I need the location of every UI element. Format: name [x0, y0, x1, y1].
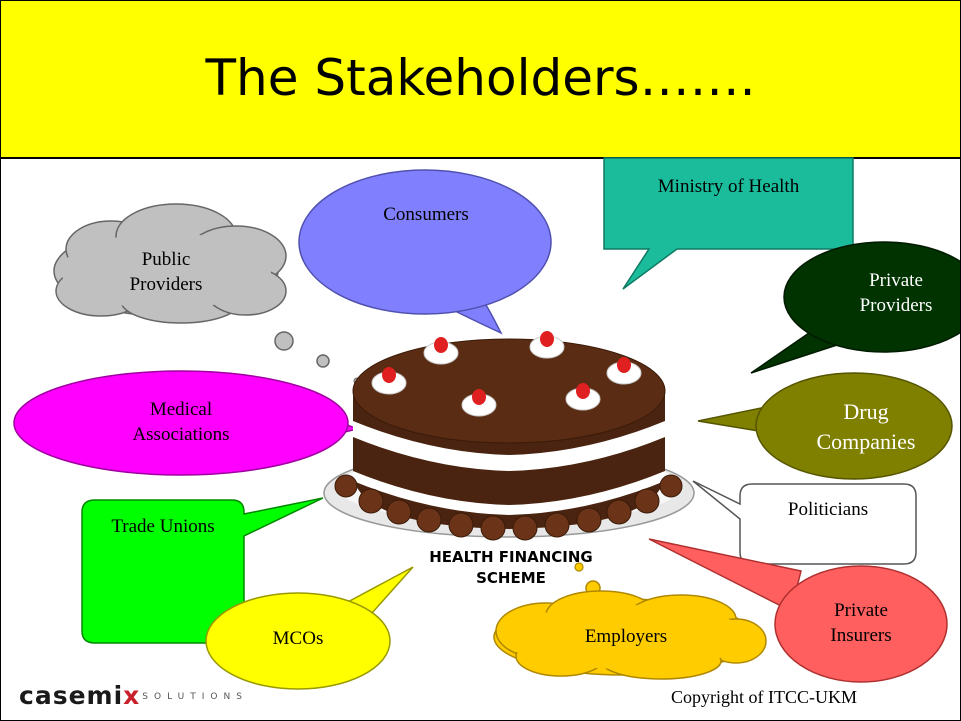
copyright-text: Copyright of ITCC-UKM: [671, 687, 857, 707]
private-providers-line2: Providers: [859, 294, 933, 316]
cake-frosting-band-2: [353, 471, 665, 515]
politicians-label: Politicians: [787, 499, 869, 520]
cake-illustration: [323, 331, 695, 541]
cake-caption-line2: SCHEME: [476, 569, 546, 587]
private-insurers-line1: Private: [834, 600, 888, 621]
logo-casemi: casemi: [19, 681, 124, 710]
logo-x: x: [123, 681, 141, 710]
mcos-label: MCOs: [272, 628, 324, 649]
employers-thought-dot-2: [574, 562, 584, 572]
medical-associations-oval: [13, 370, 349, 476]
slide-title: The Stakeholders…….: [205, 49, 756, 107]
public-providers-line2: Providers: [129, 273, 203, 295]
consumers-oval: [298, 169, 552, 315]
medical-associations-label: Medical Associations: [86, 398, 276, 447]
private-providers-label: Private Providers: [831, 269, 960, 318]
thought-dot-2: [316, 354, 330, 368]
strawberry-toppings: [371, 331, 642, 417]
public-providers-line1: Public: [141, 249, 191, 270]
private-insurers-label: Private Insurers: [801, 599, 921, 648]
trade-unions-label: Trade Unions: [111, 516, 215, 537]
ministry-of-health-label: Ministry of Health: [657, 176, 800, 197]
thought-dot-1: [274, 331, 294, 351]
mcos-oval: [205, 592, 391, 690]
cake-caption-line1: HEALTH FINANCING: [429, 548, 593, 566]
drug-companies-oval: [755, 372, 953, 480]
private-providers-line1: Private: [869, 270, 923, 291]
drug-companies-line2: Companies: [816, 428, 916, 454]
consumers-label: Consumers: [383, 204, 469, 225]
cake-frosting-band-1: [353, 421, 665, 471]
private-insurers-oval: [774, 565, 948, 683]
ministry-of-health-callout: [603, 157, 854, 290]
chocolate-rosettes: [334, 474, 683, 541]
drug-companies-label: Drug Companies: [791, 397, 941, 456]
cake-top: [352, 338, 666, 444]
title-banner: The Stakeholders…….: [1, 1, 960, 159]
public-providers-label: Public Providers: [86, 248, 246, 297]
drug-companies-line1: Drug: [843, 399, 889, 424]
employers-label: Employers: [584, 626, 668, 647]
cake-caption: HEALTH FINANCING SCHEME: [381, 547, 641, 589]
private-providers-oval: [783, 241, 960, 353]
medical-associations-line1: Medical: [149, 399, 213, 420]
logo-solutions: SOLUTIONS: [142, 692, 248, 702]
medical-associations-line2: Associations: [132, 423, 230, 445]
private-insurers-line2: Insurers: [830, 624, 892, 646]
